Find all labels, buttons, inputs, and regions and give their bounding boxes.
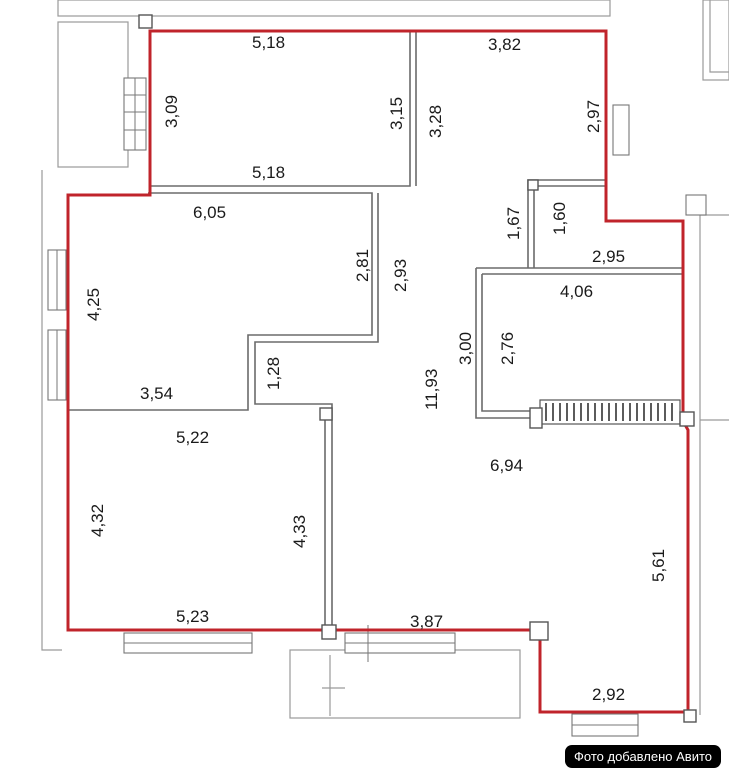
dim-label: 11,93 [422, 369, 441, 410]
dim-label: 3,87 [410, 612, 443, 631]
dim-label: 2,92 [592, 685, 625, 704]
dim-label: 3,82 [488, 35, 521, 54]
dim-label: 3,28 [426, 105, 445, 138]
dim-label: 6,94 [490, 456, 523, 475]
dim-label: 3,54 [140, 384, 173, 403]
dimension-labels: 5,18 3,82 3,09 3,15 3,28 2,97 5,18 6,05 … [84, 33, 668, 704]
dim-label: 4,25 [84, 288, 103, 321]
dim-label: 2,93 [391, 259, 410, 292]
dim-label: 1,28 [264, 357, 283, 390]
watermark-badge: Фото добавлено Авито [565, 745, 721, 768]
windows [47, 77, 707, 737]
interior-walls [68, 32, 682, 628]
dim-label: 3,15 [387, 97, 406, 130]
column-marker [679, 411, 695, 427]
dim-label: 1,60 [550, 202, 569, 235]
dim-label: 4,32 [88, 504, 107, 537]
apartment-outline [66, 29, 690, 714]
dim-label: 2,95 [592, 247, 625, 266]
column-marker [529, 621, 549, 641]
dim-label: 4,06 [560, 282, 593, 301]
dim-label: 3,09 [162, 95, 181, 128]
dim-label: 5,22 [176, 428, 209, 447]
dim-label: 5,61 [649, 549, 668, 582]
dim-label: 2,76 [498, 332, 517, 365]
dim-label: 2,97 [584, 100, 603, 133]
dim-label: 5,18 [252, 33, 285, 52]
dim-label: 5,23 [176, 607, 209, 626]
dim-label: 4,33 [290, 515, 309, 548]
dim-label: 6,05 [193, 203, 226, 222]
column-marker [683, 709, 697, 723]
dim-label: 5,18 [252, 163, 285, 182]
column-marker [321, 624, 337, 640]
dim-label: 2,81 [353, 249, 372, 282]
dim-label: 1,67 [504, 207, 523, 240]
dim-label: 3,00 [456, 332, 475, 365]
